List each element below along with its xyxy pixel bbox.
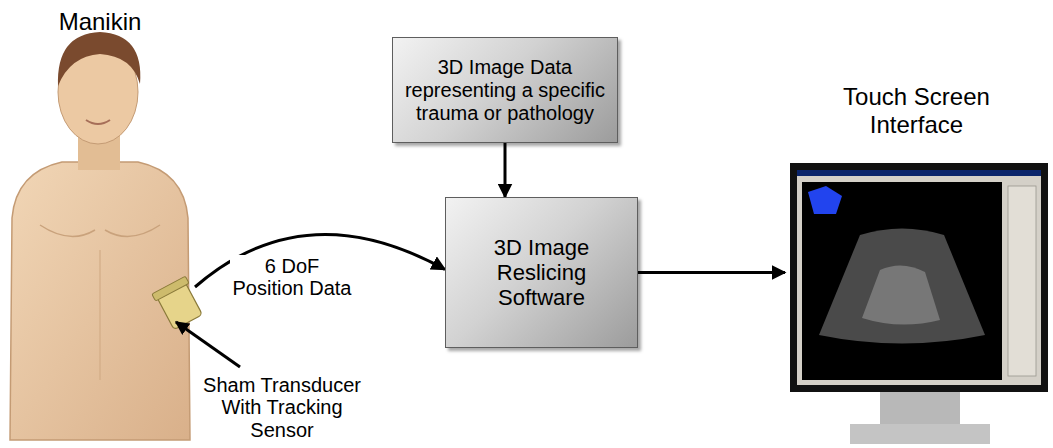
manikin-midline xyxy=(99,250,100,380)
process-box: 3D Image Reslicing Software xyxy=(445,197,638,348)
figure-node: Touch Screen Interface xyxy=(785,80,1048,442)
figure-node: Manikin xyxy=(5,5,195,435)
monitor-figure xyxy=(790,163,1048,444)
edge-label: 6 DoF Position Data xyxy=(230,255,354,300)
probe-icon xyxy=(808,186,842,214)
box-text: 3D Image Data representing a specific tr… xyxy=(399,56,611,125)
leader-arrow xyxy=(176,322,240,367)
monitor-base xyxy=(850,424,990,444)
window-titlebar xyxy=(797,170,1041,176)
manikin-mouth xyxy=(86,120,110,124)
ultrasound-echo xyxy=(862,265,940,324)
manikin-chest xyxy=(40,225,160,236)
data-box: 3D Image Data representing a specific tr… xyxy=(392,37,618,143)
box-text: 3D Image Reslicing Software xyxy=(452,235,631,311)
callout-label: Sham Transducer With Tracking Sensor xyxy=(198,374,366,441)
control-panel xyxy=(1008,186,1036,376)
figure-heading: Touch Screen Interface xyxy=(829,83,1004,138)
manikin-hair xyxy=(58,32,140,86)
ultrasound-fan xyxy=(819,229,985,344)
manikin-figure xyxy=(10,32,205,440)
transducer-head xyxy=(152,276,189,301)
image-area xyxy=(802,182,1002,380)
figure-heading: Manikin xyxy=(59,8,142,36)
flow-arrow xyxy=(638,271,785,274)
monitor-bezel xyxy=(790,163,1048,392)
flow-arrow xyxy=(504,143,507,197)
monitor-window xyxy=(797,170,1041,385)
monitor-neck xyxy=(880,391,960,427)
